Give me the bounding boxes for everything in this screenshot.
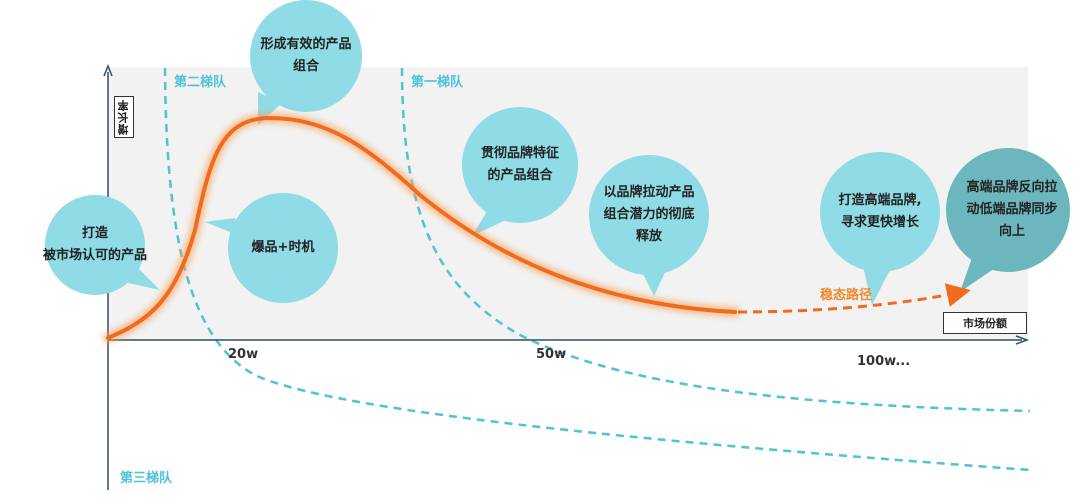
bubble-6-line-2: 向上 (998, 224, 1025, 240)
tier-label-second: 第二梯队 (174, 75, 227, 90)
tier-label-third: 第三梯队 (120, 471, 173, 486)
bubble-3-line-1: 的产品组合 (487, 168, 553, 183)
tier-label-first: 第一梯队 (411, 75, 464, 90)
bubble-text-2: 爆品+时机 (233, 234, 333, 262)
bubble-6-line-1: 动低端品牌同步 (966, 201, 1058, 217)
tick-label-100w: 100w... (857, 354, 911, 369)
bubble-4-line-2: 释放 (635, 229, 662, 245)
growth-curve (106, 115, 737, 340)
y-axis-arrow (103, 63, 113, 77)
bubble-shape-5 (820, 152, 940, 305)
bubble-shape-4 (589, 155, 709, 296)
tick-label-50w: 50w (536, 347, 567, 362)
tier-boundary-first (400, 67, 1031, 413)
bubble-5-line-1: 寻求更快增长 (840, 215, 919, 230)
steady-path-label: 稳态路径 (820, 288, 873, 303)
bubble-0-line-1: 被市场认可的产品 (42, 248, 147, 263)
bubble-1-line-0: 形成有效的产品 (260, 36, 352, 52)
bubble-text-1: 形成有效的产品 组合 (246, 28, 366, 84)
tier-boundary-second (163, 67, 1031, 472)
bubble-text-5: 打造高端品牌, 寻求更快增长 (820, 184, 940, 240)
bubble-4-line-1: 组合潜力的彻底 (603, 206, 695, 222)
bubble-shape-0 (45, 195, 160, 295)
bubble-3-line-0: 贯彻品牌特征 (480, 145, 559, 161)
bubble-text-3: 贯彻品牌特征 的产品组合 (462, 137, 578, 193)
bubble-shape-3 (462, 107, 578, 236)
y-axis-label: 增长率 (114, 96, 134, 138)
bubble-0-line-0: 打造 (81, 225, 108, 241)
bubble-text-4: 以品牌拉动产品 组合潜力的彻底 释放 (589, 175, 709, 255)
bubble-4-line-0: 以品牌拉动产品 (603, 184, 695, 200)
bubble-6-line-0: 高端品牌反向拉 (966, 179, 1058, 195)
steady-path-curve (737, 283, 971, 314)
bubble-5-line-0: 打造高端品牌, (838, 192, 922, 208)
bubble-1-line-1: 组合 (292, 59, 319, 74)
tick-label-20w: 20w (228, 347, 259, 362)
bubble-shape-2 (205, 193, 338, 303)
x-axis-arrow (1015, 335, 1030, 345)
bubble-text-6: 高端品牌反向拉 动低端品牌同步 向上 (950, 170, 1074, 250)
bubble-2-line-0: 爆品+时机 (251, 239, 315, 255)
bubble-text-0: 打造 被市场认可的产品 (25, 215, 165, 275)
x-axis-label: 市场份额 (943, 312, 1027, 334)
